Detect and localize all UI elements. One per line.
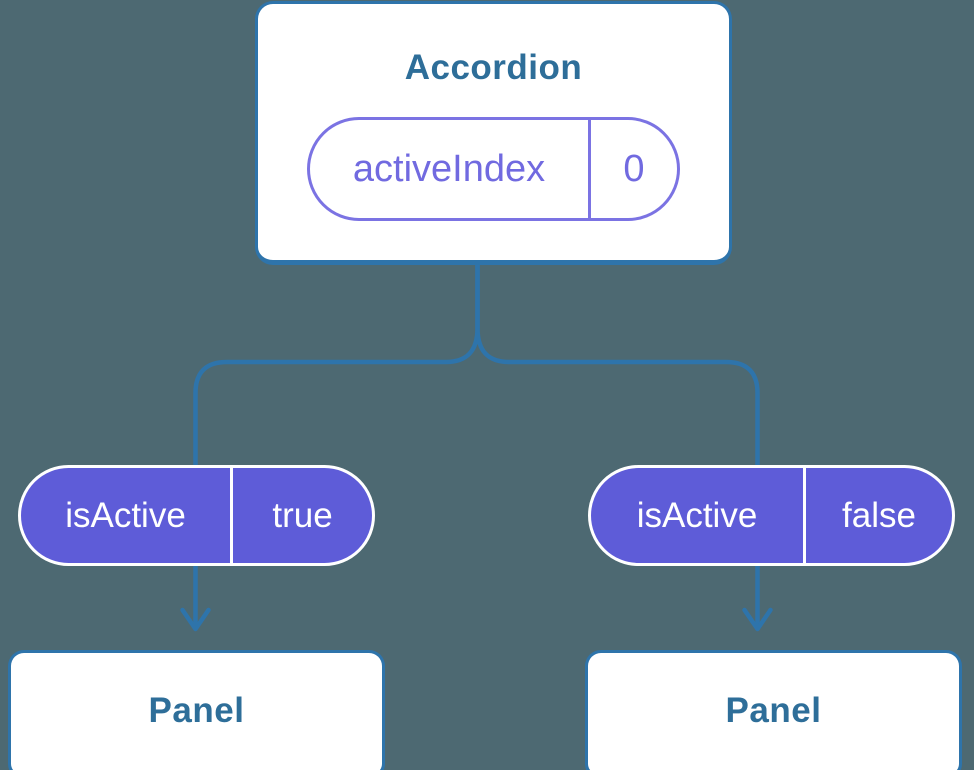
state-name: isActive	[636, 495, 758, 535]
prop-name: activeIndex	[352, 147, 546, 190]
state-pill-isactive-false: isActive false	[588, 465, 955, 566]
connector-left-branch	[193, 264, 480, 628]
panel-card-left: Panel	[8, 650, 385, 770]
pill-divider	[230, 468, 233, 563]
accordion-title: Accordion	[404, 48, 583, 87]
panel-title: Panel	[148, 691, 245, 730]
arrowhead-right-icon	[742, 607, 773, 632]
state-value: false	[842, 495, 916, 535]
pill-divider	[588, 120, 591, 218]
panel-title: Panel	[725, 691, 822, 730]
state-pill-isactive-true: isActive true	[18, 465, 375, 566]
pill-divider	[803, 468, 806, 563]
prop-pill-activeindex: activeIndex 0	[307, 117, 680, 221]
prop-value: 0	[623, 147, 645, 190]
arrowhead-left-icon	[180, 607, 211, 632]
connector-right-branch	[475, 264, 760, 628]
accordion-card: Accordion activeIndex 0	[255, 1, 732, 265]
panel-card-right: Panel	[585, 650, 962, 770]
state-value: true	[272, 495, 333, 535]
state-name: isActive	[65, 495, 186, 535]
